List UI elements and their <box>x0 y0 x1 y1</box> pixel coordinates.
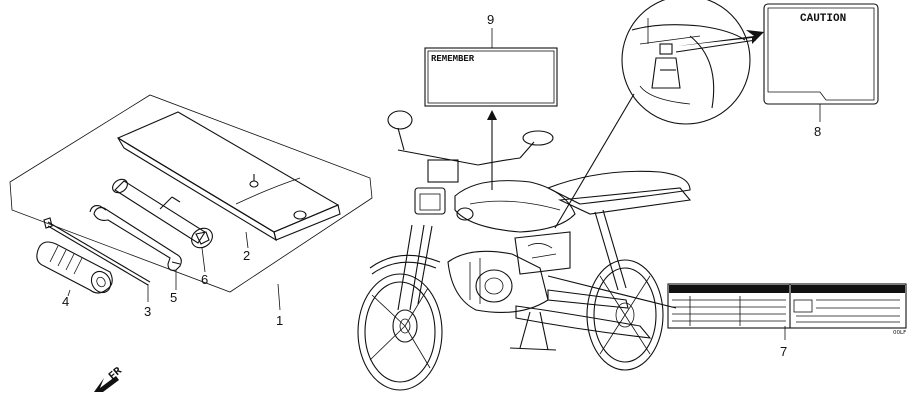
headlight <box>414 187 446 215</box>
engine <box>447 250 549 313</box>
right-mirror <box>522 130 554 146</box>
open-end-spanner <box>89 205 182 271</box>
front-wheel <box>357 273 443 391</box>
screwdriver-handle <box>36 241 113 294</box>
caution-label-decal: CAUTION <box>763 3 879 122</box>
callout-9: 9 <box>487 12 494 27</box>
caution-text: CAUTION <box>800 13 846 25</box>
tool-kit-group <box>9 94 373 311</box>
front-label: FR <box>107 365 125 383</box>
exhaust <box>515 305 652 339</box>
screwdriver-shaft <box>43 217 151 286</box>
seat <box>546 170 691 205</box>
callout-2: 2 <box>243 248 250 263</box>
callout-5: 5 <box>170 290 177 305</box>
left-mirror <box>387 110 413 130</box>
callout-7: 7 <box>780 344 787 359</box>
info-decal: 00LF <box>667 283 907 336</box>
rear-wheel <box>586 259 664 371</box>
decal-code: 00LF <box>893 330 906 336</box>
callout-6: 6 <box>201 272 208 287</box>
remember-text: REMEMBER <box>431 54 475 64</box>
detail-circle <box>554 0 764 229</box>
remember-label-decal: REMEMBER <box>424 28 558 190</box>
motorcycle <box>357 110 692 391</box>
callout-8: 8 <box>814 124 821 139</box>
tool-bag <box>116 111 341 242</box>
chain-adjust-info <box>793 299 900 323</box>
tire-pressure-table <box>672 296 786 326</box>
arrow-icon <box>94 376 119 392</box>
decal-leader <box>547 275 677 309</box>
front-direction-indicator: FR <box>94 365 125 392</box>
callout-3: 3 <box>144 304 151 319</box>
box-wrench <box>112 178 213 249</box>
side-cover <box>514 231 571 275</box>
callout-1: 1 <box>276 313 283 328</box>
tool-kit-outline <box>9 94 373 293</box>
snap-button <box>293 210 307 220</box>
callout-4: 4 <box>62 294 69 309</box>
fuel-tank <box>454 180 576 233</box>
